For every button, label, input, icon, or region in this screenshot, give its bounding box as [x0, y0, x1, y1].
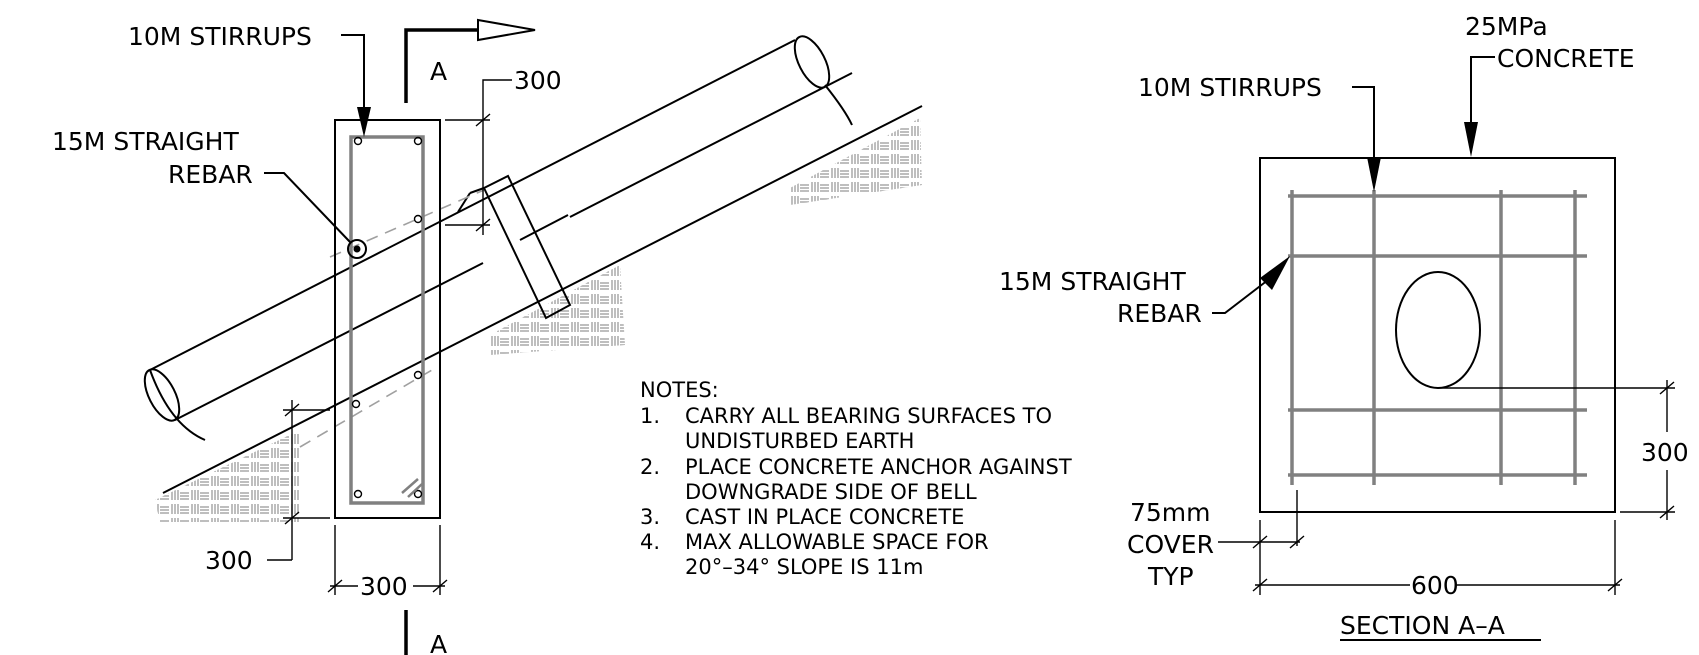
dim-left: 300 — [205, 400, 330, 575]
elev-rebar-label-line2: REBAR — [168, 160, 253, 189]
dim-width-label: 300 — [360, 572, 408, 601]
note-2-line1: PLACE CONCRETE ANCHOR AGAINST — [685, 455, 1072, 479]
note-2-num: 2. — [640, 455, 660, 479]
pipe — [143, 35, 853, 441]
section-stirrups-label: 10M STIRRUPS — [1138, 73, 1322, 102]
rebar-dots — [347, 136, 423, 499]
elev-rebar-label-line1: 15M STRAIGHT — [52, 127, 239, 156]
section-dim-height-label: 300 — [1641, 438, 1689, 467]
rebar-section-marker — [347, 239, 367, 259]
section-concrete-label-line2: CONCRETE — [1497, 44, 1635, 73]
section-cover-label-line3: TYP — [1147, 562, 1194, 591]
section-title: SECTION A–A — [1340, 611, 1505, 640]
section-cut-marker-top: A — [404, 18, 536, 103]
section-mark-bottom: A — [430, 630, 447, 655]
section-concrete-label-line1: 25MPa — [1465, 12, 1548, 41]
section-cover-dim: 75mm COVER TYP — [1127, 490, 1305, 591]
section-rebar-label-line1: 15M STRAIGHT — [999, 267, 1186, 296]
note-1-line2: UNDISTURBED EARTH — [685, 429, 914, 453]
note-3-line1: CAST IN PLACE CONCRETE — [685, 505, 964, 529]
section-dim-width-label: 600 — [1411, 571, 1459, 600]
section-cover-label-line1: 75mm — [1130, 498, 1211, 527]
stirrup-outline — [349, 135, 425, 505]
dim-width: 300 — [327, 525, 448, 601]
elev-stirrups-label: 10M STIRRUPS — [128, 22, 312, 51]
note-4-line2: 20°–34° SLOPE IS 11m — [685, 555, 923, 579]
notes-heading: NOTES: — [640, 378, 719, 402]
section-cover-label-line2: COVER — [1127, 530, 1214, 559]
note-1-line1: CARRY ALL BEARING SURFACES TO — [685, 404, 1052, 428]
section-dim-width: 600 — [1252, 520, 1623, 600]
dim-top: 300 — [445, 66, 562, 235]
concrete-anchor-block — [334, 119, 441, 519]
elevation-view: 10M STIRRUPS 15M STRAIGHT REBAR A A 300 — [52, 18, 923, 655]
section-rebar-grid — [1288, 190, 1587, 485]
section-pipe-opening — [1395, 271, 1481, 389]
section-dim-height: 300 — [1438, 380, 1689, 520]
section-view: 25MPa CONCRETE 10M STIRRUPS 15M STRAIGHT… — [999, 12, 1689, 641]
note-1-num: 1. — [640, 404, 660, 428]
notes-block: NOTES: 1. CARRY ALL BEARING SURFACES TO … — [640, 378, 1072, 579]
section-rebar-label-line2: REBAR — [1117, 299, 1202, 328]
dim-top-label: 300 — [514, 66, 562, 95]
note-3-num: 3. — [640, 505, 660, 529]
note-4-line1: MAX ALLOWABLE SPACE FOR — [685, 530, 989, 554]
section-mark-top: A — [430, 57, 447, 86]
note-4-num: 4. — [640, 530, 660, 554]
section-concrete-outline — [1259, 157, 1616, 513]
note-2-line2: DOWNGRADE SIDE OF BELL — [685, 480, 977, 504]
ground-slope — [155, 105, 923, 522]
dim-left-label: 300 — [205, 546, 253, 575]
section-cut-marker-bottom: A — [404, 610, 447, 655]
